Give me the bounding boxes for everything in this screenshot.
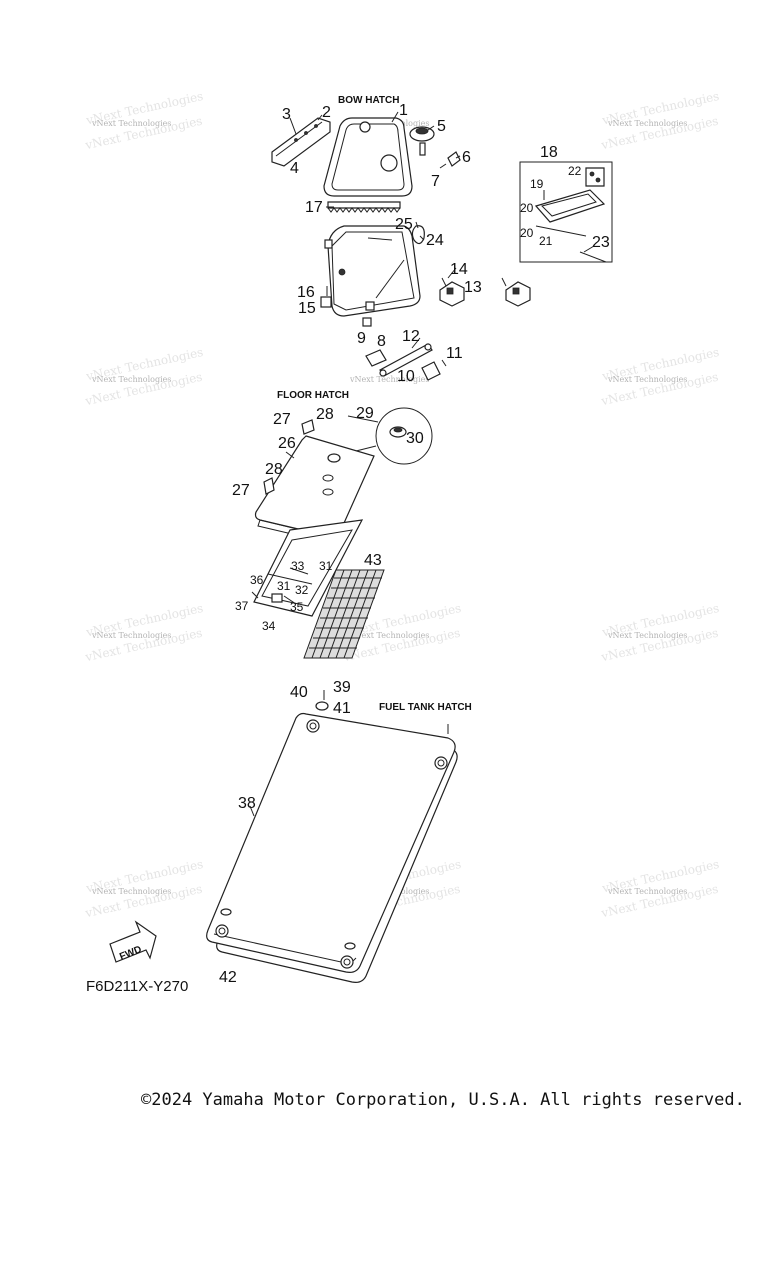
- hinge-part: [301, 419, 315, 435]
- leader-lines: [249, 111, 595, 817]
- watermark: vNext Technologies: [91, 375, 171, 384]
- part-number: 41: [333, 700, 351, 717]
- part-number: 10: [397, 368, 415, 385]
- part-number: 14: [450, 261, 468, 278]
- latch-knob-part: [409, 126, 435, 156]
- part-number: 12: [402, 328, 420, 345]
- bow-hatch-lid-part: [323, 117, 413, 197]
- part-number: 16: [297, 284, 315, 301]
- hinge-assembly-box: [519, 161, 613, 263]
- part-number: 37: [235, 599, 249, 613]
- part-number: 15: [298, 300, 316, 317]
- part-number: 3: [282, 106, 291, 123]
- fuel-tank-hatch-part: [206, 712, 458, 983]
- strap-part: [411, 225, 425, 245]
- part-number: 34: [262, 619, 276, 633]
- hinge-bracket-part: [271, 117, 331, 167]
- part-number: 20: [520, 201, 534, 215]
- part-number: 26: [278, 435, 296, 452]
- seal-strip-part: [327, 201, 401, 213]
- watermark: vNext Technologies: [349, 631, 429, 640]
- part-number: 43: [364, 552, 382, 569]
- section-label-floor-hatch: FLOOR HATCH: [277, 390, 349, 401]
- part-number: 19: [530, 177, 544, 191]
- hinge-block-part: [439, 281, 465, 307]
- part-number: 27: [232, 482, 250, 499]
- part-number: 2: [322, 104, 331, 121]
- watermark: vNext Technologies: [607, 375, 687, 384]
- fastener-part: [315, 690, 329, 711]
- watermark: vNext Technologies: [91, 631, 171, 640]
- part-number: 28: [316, 406, 334, 423]
- watermark: vNext Technologies: [349, 375, 429, 384]
- part-number: 23: [592, 234, 610, 251]
- watermark: vNext Technologies: [607, 119, 687, 128]
- part-number: 11: [446, 345, 463, 362]
- part-number: 13: [464, 279, 482, 296]
- part-number: 25: [395, 216, 413, 233]
- part-number: 29: [356, 405, 374, 422]
- watermark: vNext Technologies: [607, 631, 687, 640]
- part-number: 21: [539, 234, 553, 248]
- detail-circle-part: [375, 407, 433, 465]
- bracket-part: [421, 361, 441, 381]
- part-number: 28: [265, 461, 283, 478]
- part-number: 31: [277, 579, 291, 593]
- screw-part: [439, 163, 447, 169]
- bracket-part: [365, 349, 387, 367]
- mesh-net-part: [303, 569, 385, 659]
- part-number: 39: [333, 679, 351, 696]
- part-number: 5: [437, 118, 446, 135]
- part-number: 31: [319, 559, 333, 573]
- part-number: 35: [290, 600, 304, 614]
- grommet-part: [320, 296, 332, 308]
- part-number-labels: 1 2 3 4 5 6 7 8 9 10 11 12 13 14 15 16 1…: [219, 102, 610, 986]
- bolt-part: [324, 239, 333, 249]
- part-number: 33: [291, 559, 305, 573]
- part-number: 8: [377, 333, 386, 350]
- bow-hatch-inner-lid-part: [327, 225, 421, 317]
- part-number: 7: [431, 173, 440, 190]
- watermark: vNext Technologies: [91, 119, 171, 128]
- part-number: 18: [540, 144, 558, 161]
- fwd-arrow-icon: FWD: [109, 920, 157, 963]
- floor-hatch-frame-part: [253, 519, 364, 617]
- pin-part: [579, 251, 607, 263]
- gas-spring-part: [379, 343, 433, 377]
- diagram-code: F6D211X-Y270: [86, 978, 188, 995]
- watermark: vNext Technologies: [91, 887, 171, 896]
- part-number: 30: [406, 430, 424, 447]
- clip-part: [447, 151, 461, 167]
- part-number: 6: [462, 149, 471, 166]
- part-number: 24: [426, 232, 444, 249]
- grommet-part: [362, 317, 372, 327]
- part-number: 17: [305, 199, 323, 216]
- section-label-fuel-tank-hatch: FUEL TANK HATCH: [379, 702, 472, 713]
- part-number: 36: [250, 573, 264, 587]
- part-number: 38: [238, 795, 256, 812]
- part-number: 32: [295, 583, 309, 597]
- section-label-bow-hatch: BOW HATCH: [338, 95, 399, 106]
- part-number: 4: [290, 160, 299, 177]
- latch-part: [251, 591, 297, 605]
- hinge-block-part: [505, 281, 531, 307]
- part-number: 9: [357, 330, 366, 347]
- copyright-notice: ©2024 Yamaha Motor Corporation, U.S.A. A…: [141, 1090, 745, 1110]
- part-number: 27: [273, 411, 291, 428]
- part-number: 40: [290, 684, 308, 701]
- part-number: 42: [219, 969, 237, 986]
- part-number: 1: [399, 102, 408, 119]
- hinge-part: [263, 477, 275, 495]
- part-number: 22: [568, 164, 582, 178]
- part-number: 20: [520, 226, 534, 240]
- fastener-part: [220, 724, 449, 950]
- watermark: vNext Technologies: [607, 887, 687, 896]
